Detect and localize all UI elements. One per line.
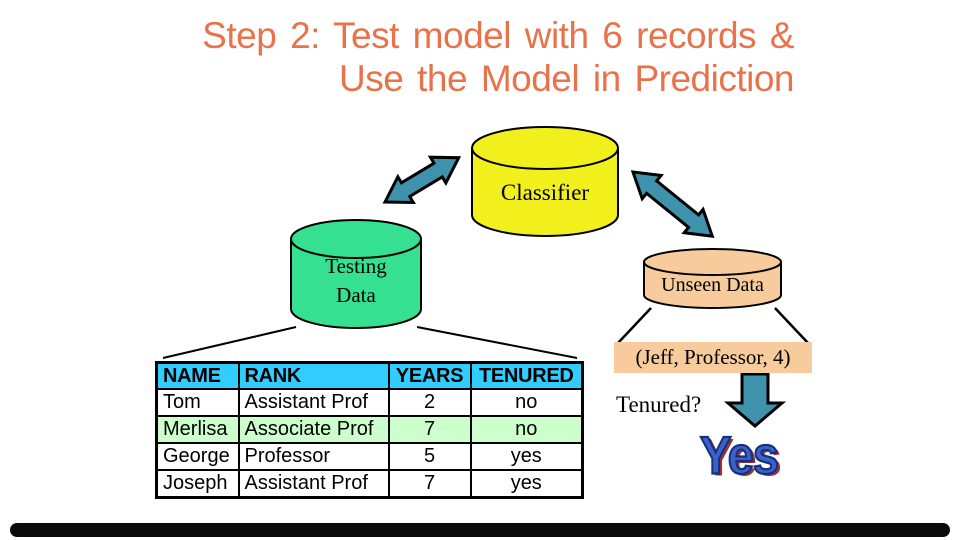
- header-name: NAME: [155, 361, 240, 390]
- table-row: Merlisa Associate Prof 7 no: [155, 415, 584, 444]
- table-row: Joseph Assistant Prof 7 yes: [155, 469, 584, 499]
- cell-tenured: no: [469, 388, 584, 417]
- double-arrow-left-icon: [382, 155, 462, 205]
- cell-tenured: no: [469, 415, 584, 444]
- table-header-row: NAME RANK YEARS TENURED: [155, 361, 584, 390]
- title-line-2: Use the Model in Prediction: [339, 58, 794, 99]
- cell-tenured: yes: [469, 469, 584, 499]
- cell-name: Merlisa: [155, 415, 240, 444]
- cell-years: 2: [387, 388, 472, 417]
- cell-rank: Assistant Prof: [237, 469, 390, 499]
- header-tenured: TENURED: [469, 361, 584, 390]
- unseen-data-label: Unseen Data: [661, 274, 764, 296]
- table-row: Tom Assistant Prof 2 no: [155, 388, 584, 417]
- answer-wordart: Yes: [699, 424, 780, 486]
- classifier-cylinder-top: [471, 126, 619, 170]
- testing-data-cylinder: [290, 219, 422, 329]
- cell-years: 5: [387, 442, 472, 471]
- cell-tenured: yes: [469, 442, 584, 471]
- unseen-data-cylinder: [643, 248, 782, 309]
- down-arrow-icon: [723, 372, 787, 428]
- cell-years: 7: [387, 415, 472, 444]
- testing-data-label: Testing Data: [289, 252, 423, 310]
- unseen-to-record-left-line: [617, 307, 652, 344]
- title-line-1: Step 2: Test model with 6 records &: [202, 15, 794, 56]
- header-rank: RANK: [237, 361, 390, 390]
- header-years: YEARS: [387, 361, 472, 390]
- double-arrow-right-icon: [630, 170, 715, 238]
- testing-data-label-line2: Data: [336, 283, 376, 307]
- testing-data-label-line1: Testing: [325, 254, 387, 278]
- table-row: George Professor 5 yes: [155, 442, 584, 471]
- testing-data-cylinder-top: [290, 219, 422, 259]
- cell-rank: Professor: [237, 442, 390, 471]
- unseen-to-record-right-line: [774, 307, 809, 344]
- classifier-cylinder-body: [471, 148, 619, 237]
- unseen-data-cylinder-top: [643, 248, 782, 276]
- testing-to-table-left-line: [162, 326, 297, 359]
- cell-name: George: [155, 442, 240, 471]
- cell-name: Joseph: [155, 469, 240, 499]
- record-card: (Jeff, Professor, 4): [614, 342, 812, 373]
- testing-data-table: NAME RANK YEARS TENURED Tom Assistant Pr…: [155, 361, 584, 499]
- cell-rank: Associate Prof: [237, 415, 390, 444]
- testing-data-cylinder-body: [290, 239, 422, 329]
- question-label: Tenured?: [616, 392, 702, 417]
- cell-years: 7: [387, 469, 472, 499]
- bottom-bar: [10, 523, 950, 537]
- cell-name: Tom: [155, 388, 240, 417]
- cell-rank: Assistant Prof: [237, 388, 390, 417]
- classifier-cylinder: [471, 126, 619, 237]
- testing-to-table-right-line: [416, 326, 578, 359]
- slide-title: Step 2: Test model with 6 records & Use …: [202, 14, 794, 100]
- classifier-label: Classifier: [500, 180, 590, 205]
